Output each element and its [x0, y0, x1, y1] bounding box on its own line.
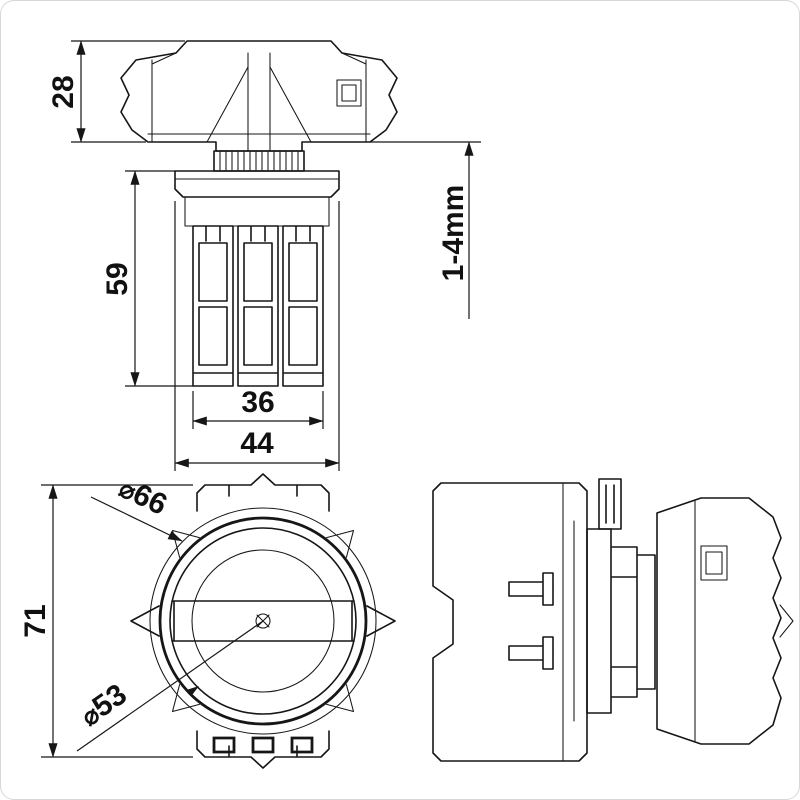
view-front: ⌀66 ⌀53 71 — [19, 471, 396, 769]
dim-arrowhead — [187, 686, 199, 696]
clamp-column-1 — [192, 225, 234, 387]
dim-cap-height-label: 28 — [47, 75, 80, 108]
dim-outer-dia: ⌀66 — [90, 471, 183, 542]
cap-detail-lines — [147, 52, 371, 152]
outer-profile-circle — [149, 507, 377, 735]
contact-pins — [508, 572, 554, 670]
cap-outline — [120, 40, 398, 152]
dim-inner-dia-label: ⌀53 — [74, 678, 133, 733]
cap-wing-tip — [779, 604, 794, 638]
collar-hatch — [219, 151, 299, 171]
dim-front-height: 71 — [19, 484, 193, 758]
view-side-elevation: 28 59 36 44 1-4mm — [47, 40, 481, 471]
retaining-clip — [598, 478, 622, 530]
cap-side-outline — [656, 497, 782, 745]
side-wing-tabs — [130, 605, 396, 637]
dim-extension-lines — [174, 201, 340, 471]
grip-bar — [171, 600, 355, 642]
clamp-column-3 — [282, 225, 324, 387]
housing-outline — [432, 482, 588, 762]
dim-cap-height: 28 — [47, 40, 185, 143]
bottom-clamp-slots — [212, 736, 314, 754]
top-bracket — [196, 473, 330, 512]
dim-clamp-width-label: 36 — [241, 386, 274, 419]
bottom-bracket — [196, 730, 330, 769]
view-side-rotated — [432, 478, 794, 762]
dim-body-width: 44 — [174, 201, 340, 471]
outer-dia-circle — [158, 516, 368, 726]
gland-collar — [213, 150, 305, 172]
dim-panel-range: 1-4mm — [370, 141, 481, 319]
dim-extension-lines — [41, 484, 193, 758]
dim-body-height: 59 — [101, 170, 193, 387]
cap-side-latch — [700, 545, 728, 581]
body-neck-lines — [174, 178, 340, 227]
bore-circle — [191, 549, 335, 693]
dim-body-height-label: 59 — [101, 262, 134, 295]
inner-dia-circle — [169, 527, 357, 715]
corner-diamond-tabs — [171, 529, 355, 713]
dim-panel-range-label: 1-4mm — [437, 185, 470, 282]
dim-outer-dia-label: ⌀66 — [114, 471, 172, 522]
dim-clamp-width: 36 — [192, 386, 324, 429]
dim-body-width-label: 44 — [240, 427, 274, 460]
dim-leader-line — [90, 496, 183, 542]
center-mark-circle — [255, 613, 271, 629]
housing-detail-lines — [562, 482, 575, 762]
mounting-flange-stack — [586, 528, 656, 714]
body-plate — [174, 170, 340, 198]
dim-front-height-label: 71 — [19, 604, 52, 637]
cap-latch-window — [336, 79, 362, 107]
clamp-column-2 — [237, 225, 279, 387]
dim-leader-line — [76, 620, 264, 752]
